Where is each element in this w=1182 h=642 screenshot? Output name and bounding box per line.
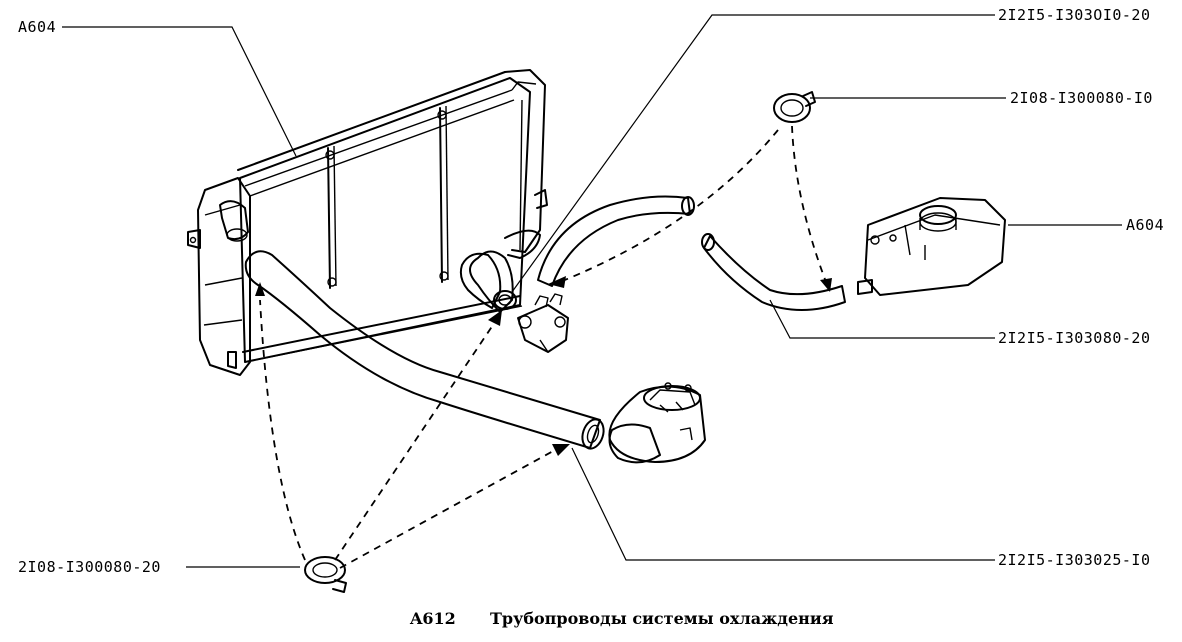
- radiator: [187, 69, 548, 376]
- pump-elbow: [608, 382, 706, 464]
- caption-code: A612: [409, 609, 456, 628]
- thermostat-fitting: [517, 293, 569, 353]
- clamp-bottom: [304, 556, 347, 593]
- label-tank: A604: [1126, 216, 1164, 234]
- caption-title: Трубопроводы системы охлаждения: [490, 609, 834, 628]
- expansion-tank: [857, 197, 1006, 296]
- label-clamp-top: 2I08-I300080-I0: [1010, 89, 1153, 107]
- assembly-lines: [255, 125, 832, 569]
- label-clamp-bottom: 2I08-I300080-20: [18, 558, 161, 576]
- label-hose-lower: 2I2I5-I303025-I0: [998, 551, 1151, 569]
- clamp-top: [773, 91, 816, 123]
- label-radiator: A604: [18, 18, 56, 36]
- label-hose-tank: 2I2I5-I303080-20: [998, 329, 1151, 347]
- upper-short-hose: [459, 250, 517, 313]
- upper-arc-hose: [537, 195, 695, 287]
- tank-hose: [701, 233, 846, 311]
- leader-lines: [62, 14, 1122, 568]
- label-hose-top: 2I2I5-I303OI0-20: [998, 6, 1151, 24]
- lower-hose: [244, 250, 605, 450]
